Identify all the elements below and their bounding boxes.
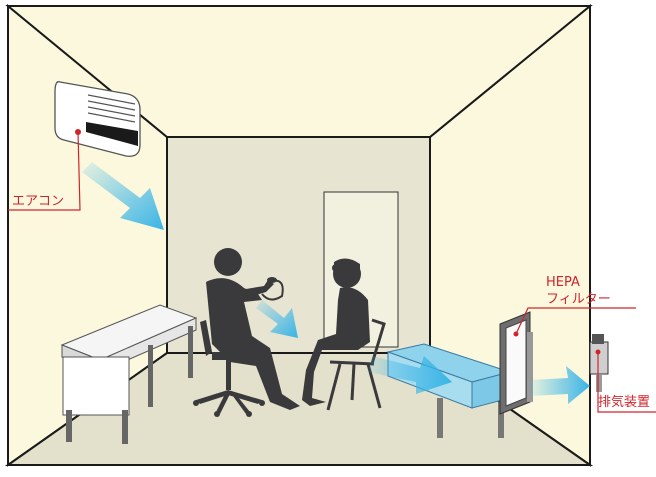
hepa-filter-icon xyxy=(500,312,533,414)
hepa-label-line1: HEPA xyxy=(546,275,580,290)
exhaust-fan-icon xyxy=(590,334,608,392)
hepa-label-line2: フィルター xyxy=(546,292,611,307)
aircon-label: エアコン xyxy=(12,194,64,209)
exhaust-label: 排気装置 xyxy=(598,394,650,410)
